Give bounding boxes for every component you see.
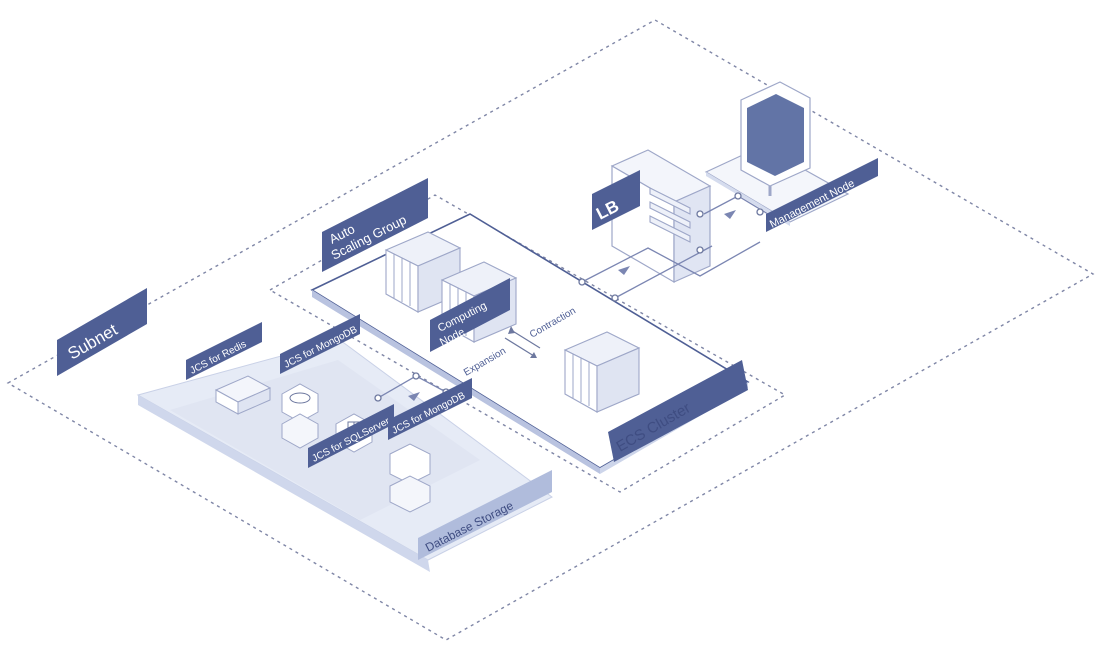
wire-node xyxy=(611,294,619,302)
wire-node xyxy=(734,192,742,200)
scaling-arrows xyxy=(504,326,541,358)
server-stack-ecs xyxy=(563,331,641,413)
database-cylinder-icon xyxy=(389,443,431,513)
subnet-label: Subnet xyxy=(57,288,147,376)
connector-arrow-icon xyxy=(408,392,420,401)
wire-node xyxy=(578,278,586,286)
wire-node xyxy=(412,372,420,380)
wire-node xyxy=(756,208,764,216)
redis-device xyxy=(214,375,272,415)
connector-arrow-icon xyxy=(618,266,630,275)
database-cylinder-icon xyxy=(281,383,319,449)
wire-node xyxy=(696,246,704,254)
server-stack-asg-back xyxy=(384,231,462,313)
connector-arrow-icon xyxy=(724,210,736,219)
server-rack-icon xyxy=(563,331,641,413)
load-balancer-icon xyxy=(610,149,712,284)
expansion-arrow-icon xyxy=(504,337,537,358)
wire-node xyxy=(374,394,382,402)
subnet-boundary xyxy=(6,19,1095,641)
wire-node xyxy=(696,210,704,218)
contraction-arrow-icon xyxy=(508,326,541,349)
server-rack-icon xyxy=(384,231,462,313)
monitor-icon xyxy=(704,81,850,226)
